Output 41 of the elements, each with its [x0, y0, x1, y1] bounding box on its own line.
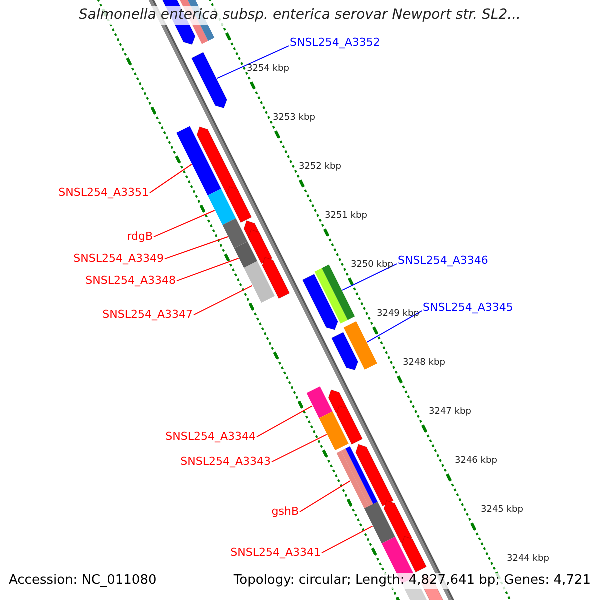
scale-label: 3254 kbp: [247, 65, 290, 75]
gene-block: [222, 218, 248, 248]
gene-label: SNSL254_A3346: [398, 255, 488, 268]
gene-label: SNSL254_A3341: [230, 547, 321, 560]
gene-label: gshB: [272, 506, 299, 518]
leader-line: [150, 164, 192, 194]
gene-block: [244, 261, 275, 303]
scale-label: 3250 kbp: [351, 261, 394, 271]
gene-block: [344, 322, 378, 370]
gene-label: SNSL254_A3347: [102, 309, 193, 322]
scale-label: 3253 kbp: [273, 114, 316, 124]
scale-label: 3244 kbp: [507, 555, 550, 565]
scale-label: 3252 kbp: [299, 163, 342, 173]
leader-line: [216, 46, 290, 80]
gene-label: rdgB: [127, 231, 153, 244]
scale-label: 3247 kbp: [429, 408, 472, 418]
leader-line: [164, 236, 229, 260]
gene-label: SNSL254_A3352: [290, 37, 380, 50]
leader-line: [272, 434, 328, 463]
scale-label: 3249 kbp: [377, 310, 420, 320]
scale-label: 3246 kbp: [455, 457, 498, 467]
leader-line: [342, 264, 398, 291]
leader-line: [300, 480, 351, 513]
gene-label: SNSL254_A3351: [58, 187, 149, 200]
gene-label: SNSL254_A3345: [423, 302, 514, 314]
gene-block: [208, 188, 236, 226]
gene-label: SNSL254_A3349: [74, 253, 164, 266]
gene-block: [364, 502, 396, 544]
scale-label: 3251 kbp: [325, 212, 368, 222]
leader-line: [176, 258, 240, 282]
gene-label: SNSL254_A3343: [180, 456, 271, 468]
leader-line: [366, 310, 422, 343]
leader-line: [322, 526, 374, 554]
scale-label: 3248 kbp: [403, 359, 446, 369]
gene-label: SNSL254_A3344: [166, 431, 256, 444]
gene-feature: [191, 52, 228, 109]
leader-line: [194, 285, 253, 316]
gene-block: [319, 412, 349, 451]
gene-label: SNSL254_A3348: [86, 275, 176, 288]
gene-block: [336, 446, 378, 509]
scale-label: 3245 kbp: [481, 506, 524, 516]
